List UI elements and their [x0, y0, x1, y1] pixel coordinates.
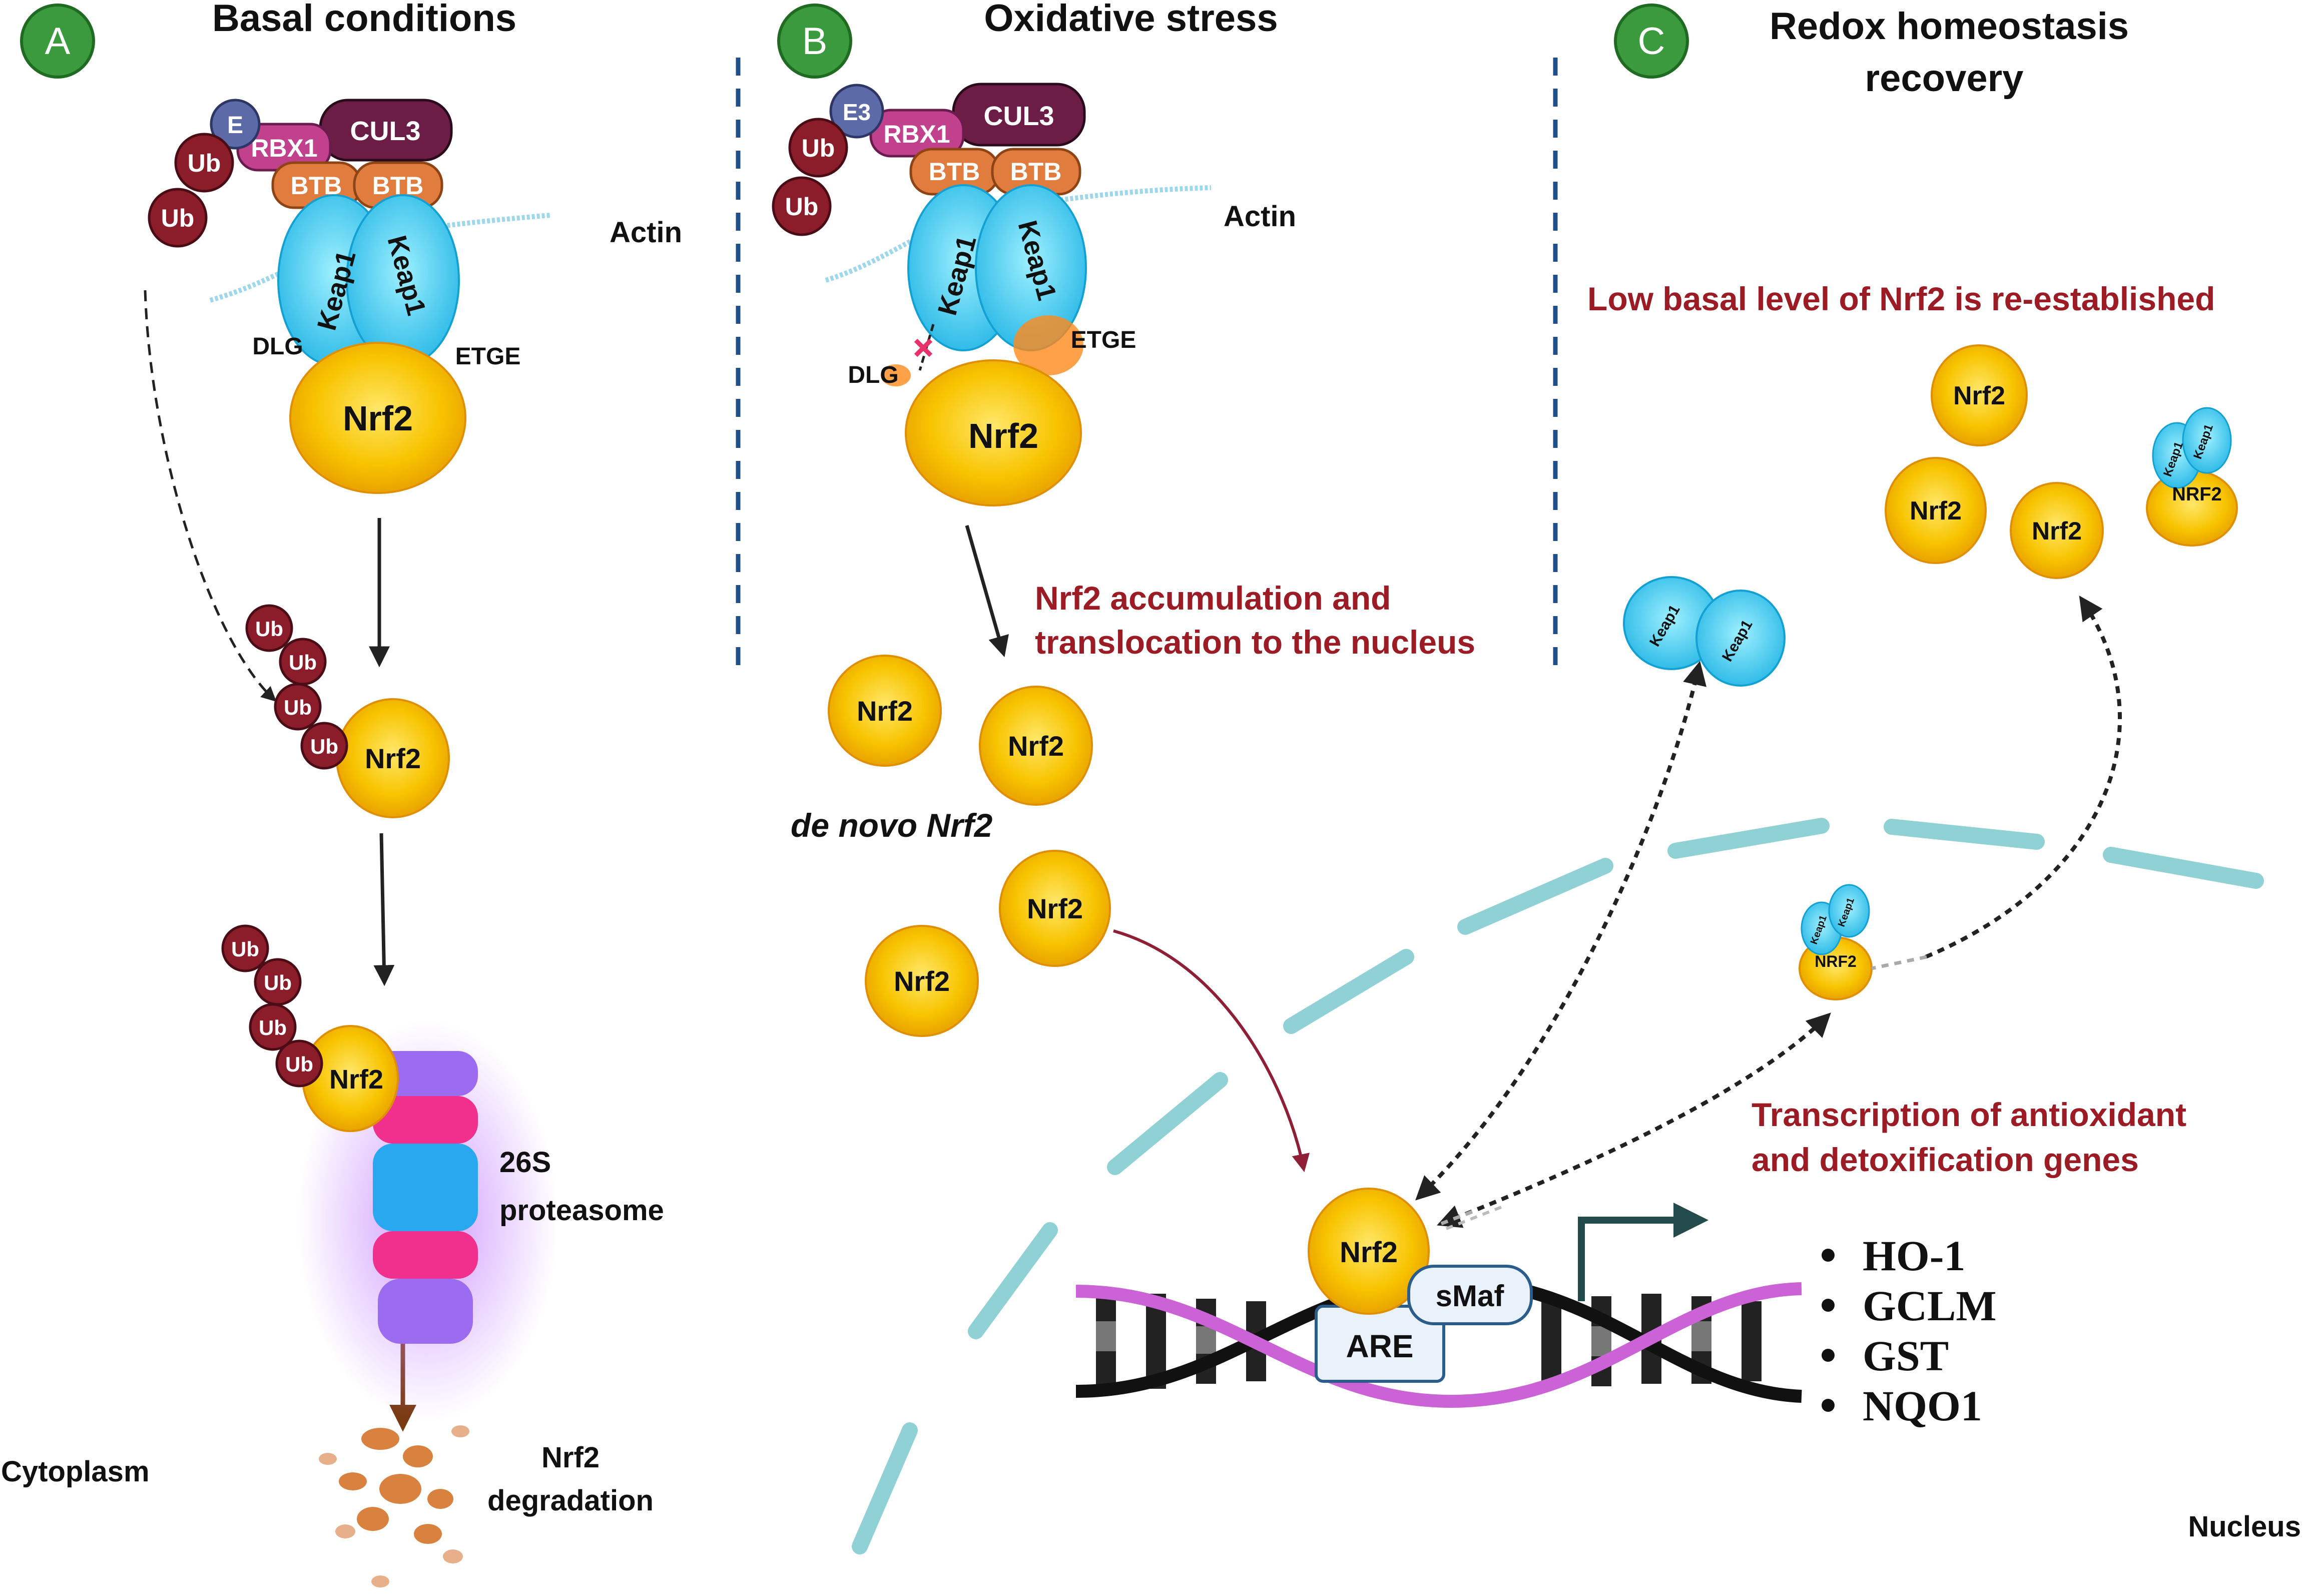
- degradation-label-line2: degradation: [487, 1484, 654, 1517]
- transcription-line1: Transcription of antioxidant: [1752, 1096, 2186, 1133]
- gene-item-3: GST: [1863, 1332, 1949, 1380]
- actin-label-b: Actin: [1224, 200, 1296, 233]
- etge-label-a: ETGE: [455, 343, 521, 370]
- panel-b-title: Oxidative stress: [984, 0, 1278, 40]
- ub-p2: Ub: [289, 651, 317, 674]
- nrf2-restored-1: Nrf2: [1953, 381, 2005, 410]
- free-keap1-dimer: Keap1 Keap1: [1623, 576, 1786, 687]
- nrf2-free-3: Nrf2: [1027, 893, 1083, 924]
- polyub-nrf2: Nrf2 Ub Ub Ub Ub: [245, 604, 450, 818]
- are-label: ARE: [1346, 1328, 1413, 1364]
- panel-a-letter: A: [45, 20, 71, 63]
- nrf2-label-a: Nrf2: [343, 399, 413, 438]
- dlg-label-a: DLG: [252, 333, 303, 360]
- e3-label-b: E3: [843, 99, 871, 125]
- cleavage-mark: [914, 338, 933, 357]
- promoter-arrow: [1578, 1203, 1708, 1301]
- panel-a-title: Basal conditions: [212, 0, 516, 40]
- nrf2-complex-label-1: NRF2: [2172, 484, 2221, 505]
- gene-item-4: NQO1: [1863, 1382, 1982, 1430]
- ub-p4: Ub: [310, 735, 338, 758]
- nrf2-restored-2: Nrf2: [1910, 496, 1962, 525]
- proteasome-label-line1: 26S: [499, 1146, 551, 1179]
- ub-a1: Ub: [188, 149, 221, 177]
- keap1-import-arrow: [1415, 661, 1707, 1201]
- nrf2-free-4: Nrf2: [894, 965, 950, 997]
- panel-c-title-line1: Redox homeostasis: [1770, 5, 2129, 48]
- smaf-gene-link: [1445, 1205, 1505, 1230]
- cul3-label-a: CUL3: [350, 116, 420, 146]
- complex-export-arrow-tail: [1871, 955, 1927, 970]
- panel-c-title-line2: recovery: [1865, 57, 2024, 100]
- ub-a2: Ub: [161, 204, 195, 232]
- rbx1-label-b: RBX1: [883, 120, 950, 148]
- btb-label-b1: BTB: [929, 158, 980, 186]
- panel-a-badge: A: [20, 4, 95, 79]
- nrf2-restored-3: Nrf2: [2032, 517, 2082, 545]
- keap1-complex-a: CUL3 RBX1 E BTB BTB Keap1 Keap1 Ub Ub Nr…: [148, 99, 551, 494]
- ub-q2: Ub: [264, 971, 292, 994]
- smaf-label: sMaf: [1436, 1279, 1505, 1313]
- gene-item-1: HO-1: [1863, 1232, 1965, 1280]
- keap1-complex-b: CUL3 RBX1 E3 BTB BTB Keap1 Keap1 Ub Ub N…: [772, 83, 1212, 506]
- ub-b1: Ub: [802, 134, 835, 162]
- e-label-a: E: [227, 112, 243, 139]
- de-novo-label: de novo Nrf2: [791, 807, 993, 844]
- complex-export-arrow: [1925, 596, 2122, 959]
- nrf2-label-proteasome: Nrf2: [329, 1065, 383, 1095]
- dna-helix: [1075, 1274, 1802, 1408]
- arrow-b-1: [965, 525, 1009, 658]
- panel-c-letter: C: [1638, 20, 1665, 63]
- ub-q1: Ub: [231, 937, 259, 961]
- nrf2-free-2: Nrf2: [1008, 730, 1064, 762]
- transcription-arrow-tail: [1440, 1208, 1477, 1226]
- nrf2-label-polyub: Nrf2: [365, 743, 421, 774]
- degradation-fragments: [319, 1425, 469, 1587]
- accumulation-line2: translocation to the nucleus: [1035, 624, 1475, 661]
- free-nrf2-group: Nrf2 Nrf2 Nrf2 Nrf2: [828, 655, 1111, 1037]
- degradation-label-line1: Nrf2: [541, 1441, 600, 1474]
- rbx1-label-a: RBX1: [251, 134, 317, 162]
- cul3-label-b: CUL3: [983, 101, 1054, 131]
- ub-q4: Ub: [285, 1052, 313, 1076]
- proteasome-label-line2: proteasome: [499, 1194, 664, 1227]
- are-nrf2-smaf: ARE Nrf2 sMaf: [1308, 1188, 1533, 1383]
- etge-label-b: ETGE: [1071, 327, 1136, 353]
- arrow-a-2: [373, 833, 395, 986]
- panel-b-letter: B: [802, 20, 828, 63]
- ub-q3: Ub: [259, 1016, 287, 1039]
- nrf2-complex-label-2: NRF2: [1815, 952, 1857, 970]
- nrf2-are-label: Nrf2: [1340, 1236, 1398, 1269]
- transcription-line2: and detoxification genes: [1752, 1141, 2139, 1178]
- ub-p1: Ub: [255, 617, 283, 641]
- target-gene-list: HO-1 GCLM GST NQO1: [1822, 1232, 1997, 1430]
- cytoplasm-label: Cytoplasm: [1, 1455, 150, 1488]
- ub-p3: Ub: [284, 696, 312, 719]
- panel-c-badge: C: [1614, 4, 1689, 79]
- btb-label-b2: BTB: [1010, 158, 1062, 186]
- gene-item-2: GCLM: [1863, 1282, 1997, 1330]
- nrf2-label-b: Nrf2: [968, 416, 1038, 455]
- restored-nrf2-group: Nrf2 Nrf2 Nrf2 Keap1 Keap1 NRF2: [1885, 344, 2238, 579]
- reestablished-label: Low basal level of Nrf2 is re-establishe…: [1587, 280, 2215, 317]
- nuclear-import-arrow: [1113, 929, 1310, 1173]
- ub-b2: Ub: [785, 193, 819, 221]
- actin-label-a: Actin: [610, 216, 682, 249]
- dlg-label-b: DLG: [848, 362, 898, 388]
- nucleus-label: Nucleus: [2188, 1510, 2301, 1543]
- proteasome-26s: Nrf2 Ub Ub Ub Ub: [221, 924, 558, 1421]
- transcription-arrow: [1437, 1012, 1831, 1228]
- panel-b-badge: B: [777, 4, 852, 79]
- nrf2-free-1: Nrf2: [857, 695, 913, 727]
- nuclear-keap1-nrf2: Keap1 Keap1 NRF2: [1799, 884, 1873, 1000]
- accumulation-line1: Nrf2 accumulation and: [1035, 580, 1391, 617]
